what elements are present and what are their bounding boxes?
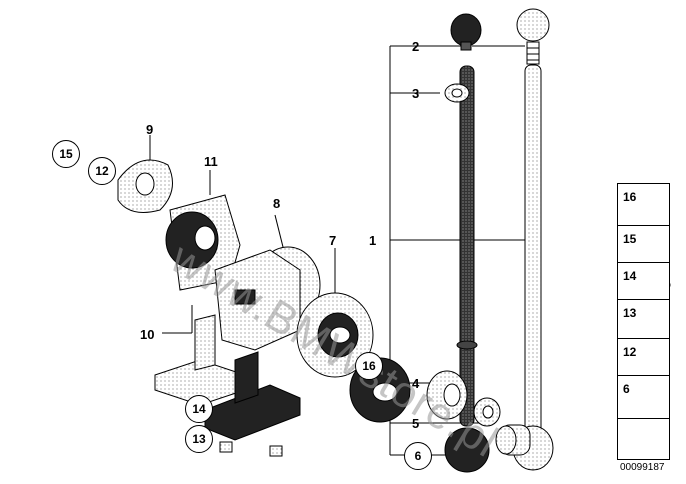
callout-6: 6 (404, 442, 432, 470)
callout-10: 10 (140, 327, 155, 342)
mount-10 (154, 249, 301, 406)
legend-item-13: 13 (617, 299, 670, 339)
shift-rod-dark (444, 13, 490, 473)
legend-item-14: 14 (617, 262, 670, 300)
callout-9: 9 (146, 122, 154, 137)
legend-number: 16 (623, 190, 637, 204)
callout-2: 2 (412, 39, 420, 54)
gasket-7 (296, 292, 374, 378)
legend-item-16: 16 (617, 183, 670, 226)
callout-5: 5 (412, 416, 420, 431)
legend-number: 13 (623, 306, 637, 320)
legend-number: 14 (623, 269, 637, 283)
callout-15: 15 (52, 140, 80, 168)
document-number: 00099187 (620, 462, 665, 473)
callout-13: 13 (185, 425, 213, 453)
callout-4: 4 (412, 376, 420, 391)
legend-item-12: 12 (617, 338, 670, 376)
callout-8: 8 (273, 196, 281, 211)
callout-12: 12 (88, 157, 116, 185)
callout-11: 11 (204, 154, 218, 169)
callout-16: 16 (355, 352, 383, 380)
legend-item-15: 15 (617, 225, 670, 263)
shift-rod-light (495, 8, 554, 471)
legend-item-6: 6 (617, 375, 670, 419)
callout-7: 7 (329, 233, 337, 248)
legend-number: 6 (623, 382, 630, 396)
grommet-4 (426, 370, 501, 427)
legend-number: 12 (623, 345, 637, 359)
callout-3: 3 (412, 86, 420, 101)
callout-1: 1 (369, 233, 377, 248)
legend-number: 15 (623, 232, 637, 246)
bracket-11 (165, 194, 241, 291)
callout-14: 14 (185, 395, 213, 423)
legend-item-arrow (617, 418, 670, 460)
